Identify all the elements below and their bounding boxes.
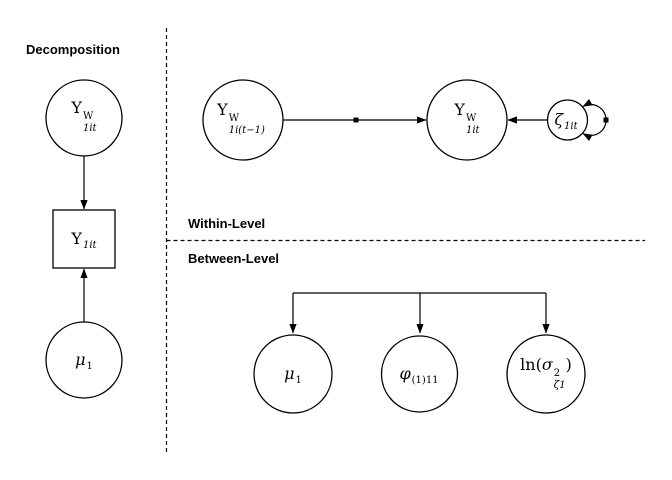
math-sup: W — [228, 113, 239, 124]
math-sup: 2 — [553, 368, 561, 379]
math-base: φ — [399, 364, 411, 383]
within-zeta-label: ζ1it — [554, 110, 577, 132]
decomp-observed-y-label: Y1it — [71, 229, 96, 251]
math-post: ) — [565, 355, 572, 374]
math-sub: ζ1 — [553, 380, 566, 391]
math-base: μ — [284, 364, 295, 383]
decomp-mu-label: μ1 — [75, 350, 93, 372]
math-base: μ — [75, 350, 86, 369]
between-mu-circle — [253, 334, 333, 414]
between-ln-sigma-circle — [506, 334, 586, 414]
within-level-section-label: Within-Level — [188, 216, 266, 231]
math-base: Y — [217, 100, 228, 119]
residual-variance-loop — [582, 98, 607, 142]
math-sub: 1it — [82, 240, 97, 251]
math-sub: 1 — [86, 361, 93, 372]
math-base: σ — [541, 355, 553, 374]
math-pre: ln( — [520, 355, 542, 374]
decomp-observed-y-square — [52, 209, 116, 269]
math-base: Y — [71, 229, 82, 248]
between-level-section-label: Between-Level — [188, 251, 280, 266]
math-sub: (1)11 — [411, 375, 439, 386]
between-phi-circle — [380, 335, 459, 413]
decomp-mu-circle — [45, 321, 123, 399]
math-sub: 1 — [295, 375, 302, 386]
math-sub: 1i(t−1) — [228, 125, 265, 136]
math-sub: 1it — [564, 121, 578, 132]
decomposition-section-label: Decomposition — [26, 42, 120, 57]
math-sub: 1it — [82, 123, 97, 134]
math-sup: W — [82, 111, 94, 122]
between-phi-label: φ(1)11 — [399, 364, 438, 386]
math-base: Y — [454, 100, 465, 119]
math-sub: 1it — [465, 125, 480, 136]
within-y-circle — [426, 79, 508, 161]
between-mu-label: μ1 — [284, 364, 302, 386]
random-variance-dot — [603, 117, 609, 123]
math-sup: W — [465, 113, 477, 124]
math-base: Y — [71, 98, 82, 117]
math-base: ζ — [554, 110, 564, 129]
random-slope-dot — [353, 117, 359, 123]
